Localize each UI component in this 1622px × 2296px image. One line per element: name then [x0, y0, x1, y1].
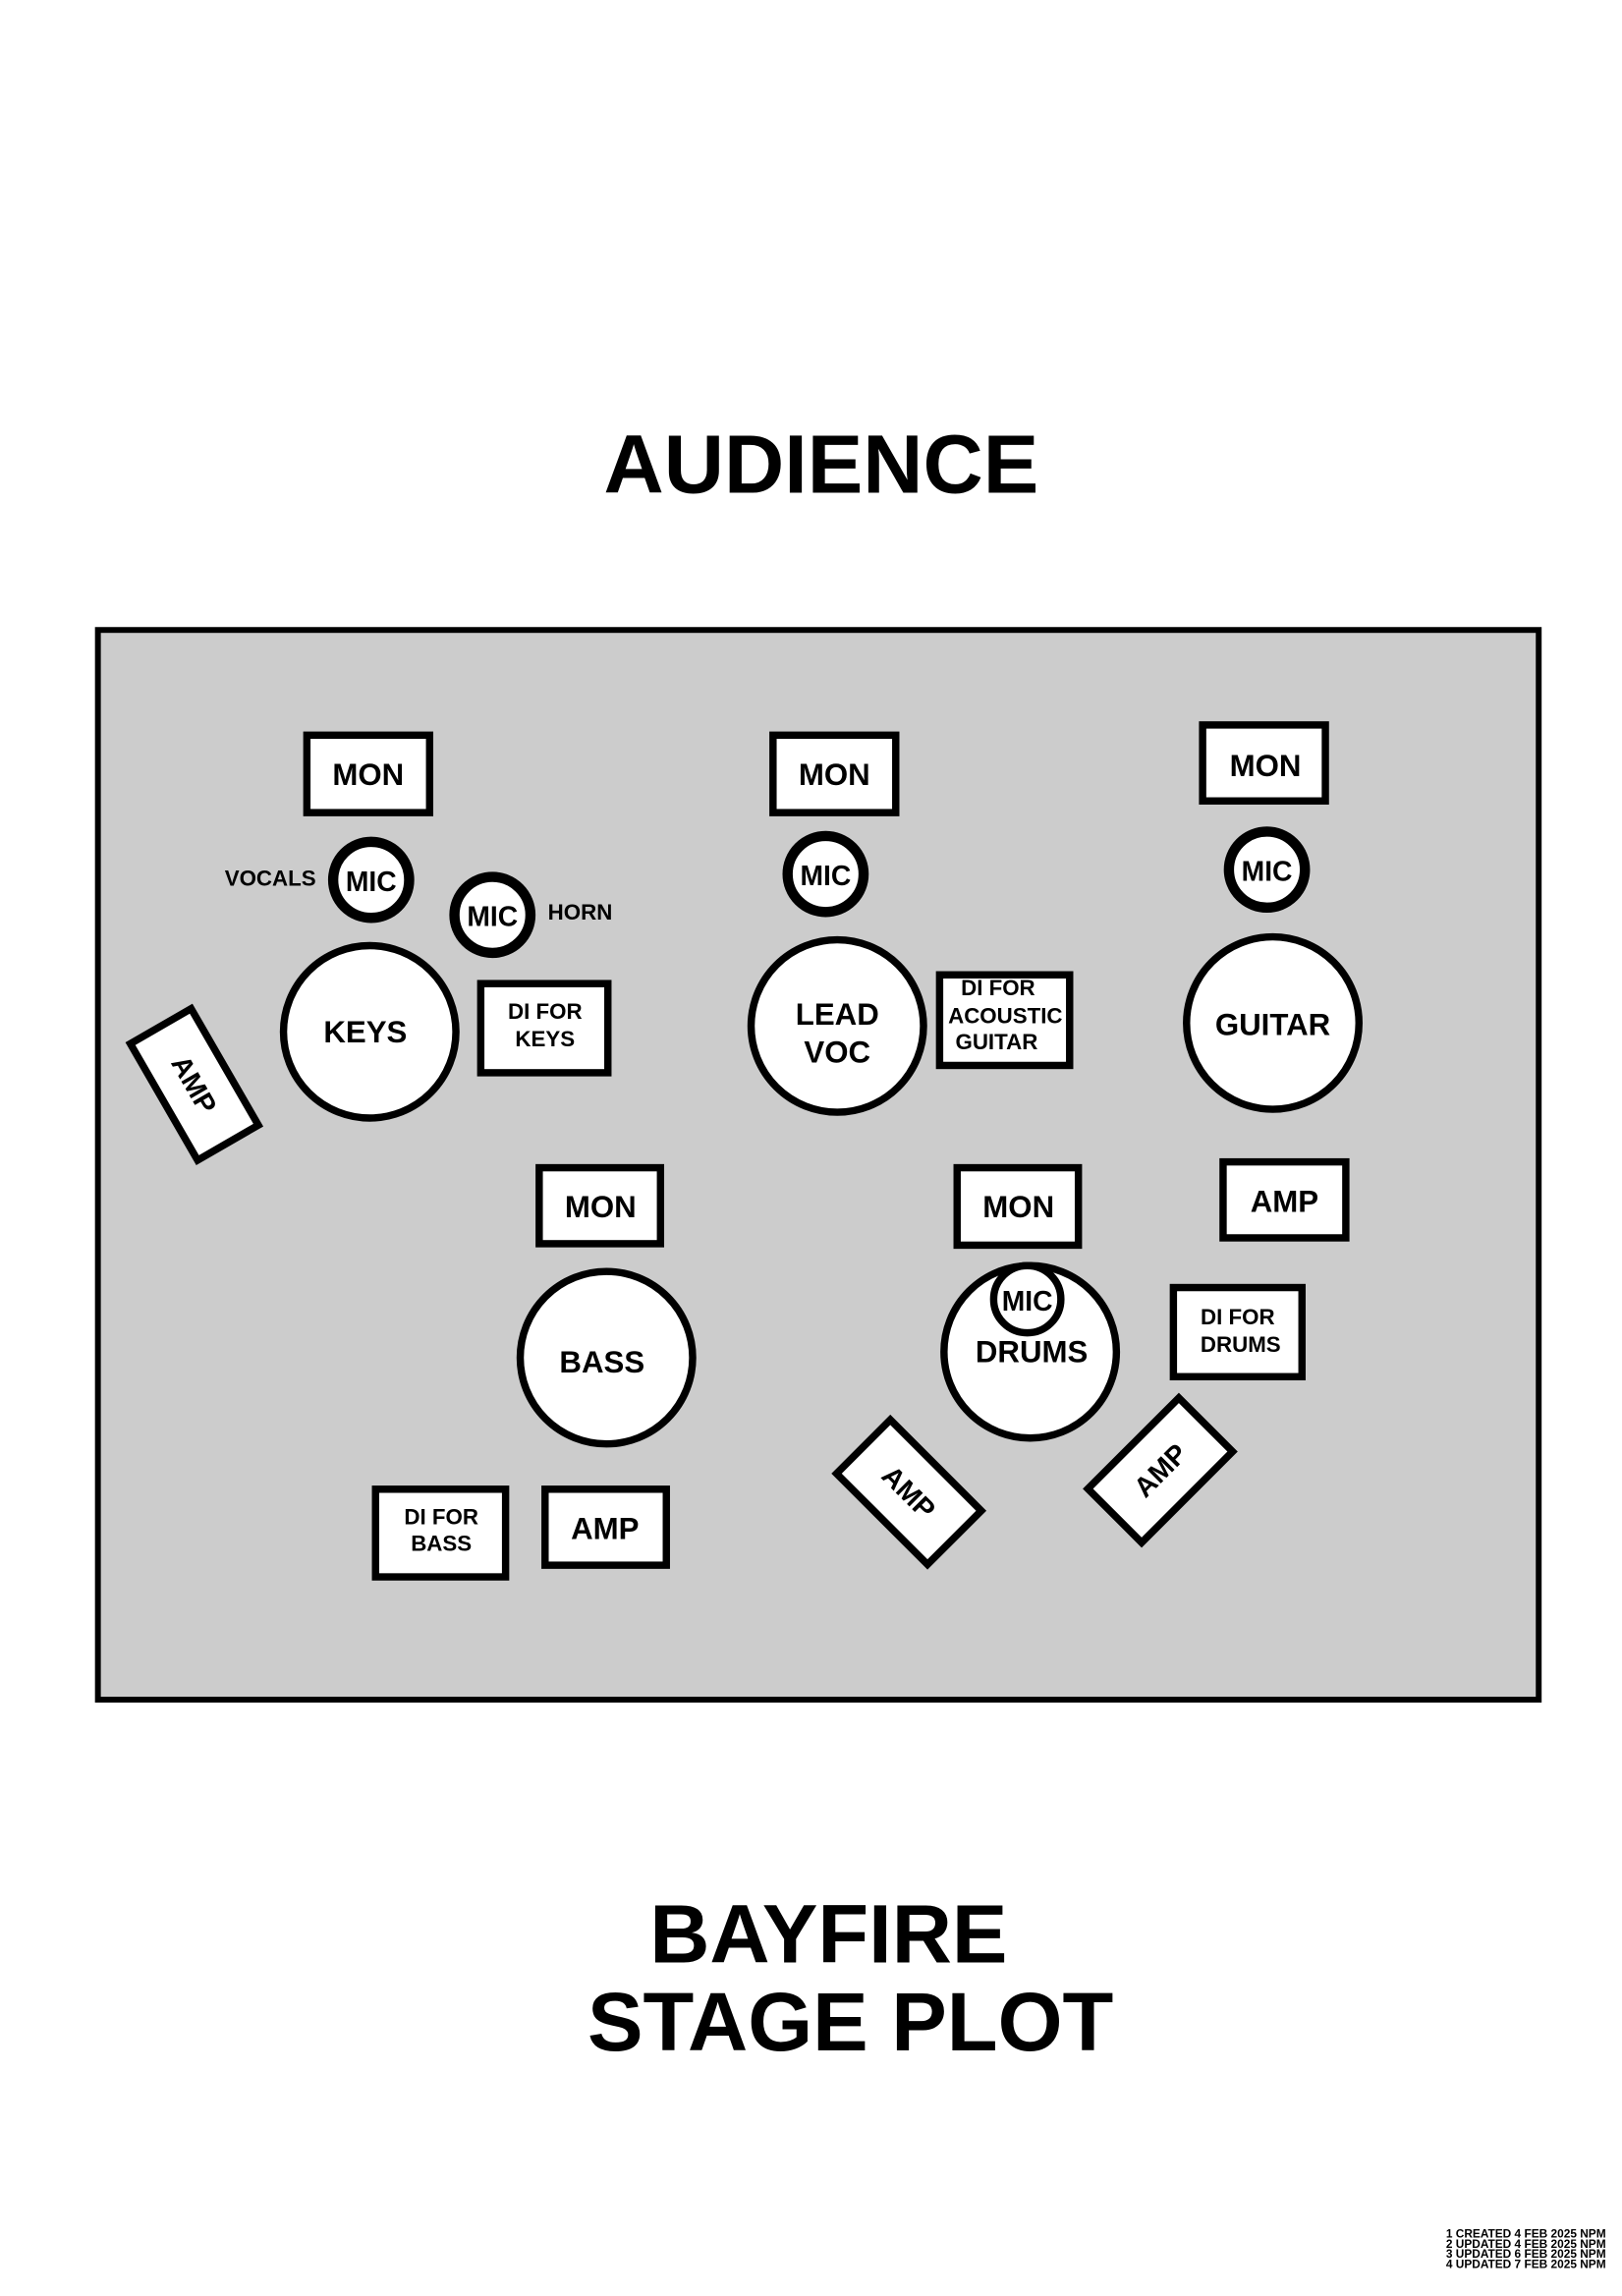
revision-4: 4 UPDATED 7 FEB 2025 NPM — [1446, 2258, 1606, 2271]
guitar-amp-label: AMP — [1251, 1184, 1318, 1218]
guitar-position — [1183, 932, 1363, 1113]
lead-mic — [782, 830, 869, 918]
drums-group: MON DRUMS MIC DI FOR DRUMS AMP AMP — [831, 1163, 1306, 1570]
drums-di-label-1: DI FOR — [1201, 1305, 1275, 1329]
revision-2: 2 UPDATED 4 FEB 2025 NPM — [1446, 2237, 1606, 2251]
acoustic-di-box — [935, 971, 1074, 1070]
keys-di-label-2: KEYS — [515, 1027, 575, 1051]
keys-monitor-label: MON — [332, 757, 404, 792]
bass-position-label: BASS — [559, 1345, 644, 1379]
lead-vocal-group: MON MIC LEAD VOC DI FOR ACOUSTIC GUITAR — [747, 731, 1074, 1116]
bass-position — [516, 1267, 697, 1448]
bass-di-box — [371, 1485, 510, 1581]
drums-monitor-label: MON — [982, 1190, 1054, 1224]
drums-position-label: DRUMS — [976, 1334, 1088, 1369]
horn-mic — [449, 871, 536, 959]
bass-monitor-label: MON — [565, 1190, 637, 1224]
acoustic-di-label-2: ACOUSTIC — [948, 1003, 1062, 1028]
revision-1: 1 CREATED 4 FEB 2025 NPM — [1446, 2226, 1606, 2240]
keys-monitor — [303, 731, 434, 816]
keys-position — [279, 941, 460, 1122]
keys-group: MON MIC VOCALS MIC HORN KEYS DI FOR KEYS… — [125, 731, 613, 1165]
revision-history: 1 CREATED 4 FEB 2025 NPM 2 UPDATED 4 FEB… — [1446, 2226, 1606, 2270]
keys-position-label: KEYS — [323, 1015, 407, 1049]
keys-vocal-mic — [327, 836, 415, 924]
lead-mic-label: MIC — [800, 860, 851, 891]
bass-amp-label: AMP — [571, 1511, 639, 1545]
drums-monitor — [953, 1163, 1083, 1250]
keys-di-label-1: DI FOR — [508, 999, 583, 1024]
guitar-mic — [1223, 826, 1311, 914]
lead-position — [747, 935, 927, 1116]
guitar-amp — [1219, 1157, 1350, 1242]
drums-mic-label: MIC — [1002, 1285, 1053, 1316]
lead-monitor-label: MON — [799, 757, 870, 792]
keys-di-box — [476, 980, 612, 1077]
acoustic-di-label-3: GUITAR — [955, 1030, 1037, 1054]
drums-amp-left: AMP — [831, 1414, 987, 1570]
bass-monitor — [535, 1163, 665, 1248]
horn-label: HORN — [548, 900, 613, 924]
guitar-monitor-label: MON — [1230, 749, 1302, 783]
lead-position-label-2: VOC — [804, 1036, 870, 1070]
drums-mic — [989, 1261, 1065, 1337]
bass-group: MON BASS DI FOR BASS AMP — [371, 1163, 697, 1581]
bass-di-label-2: BASS — [411, 1531, 472, 1555]
guitar-group: MON MIC GUITAR AMP — [1183, 721, 1363, 1242]
keys-amp: AMP — [125, 1003, 264, 1165]
revision-3: 3 UPDATED 6 FEB 2025 NPM — [1446, 2247, 1606, 2261]
guitar-position-label: GUITAR — [1215, 1007, 1330, 1041]
horn-mic-label: MIC — [467, 901, 518, 932]
keys-vocal-mic-label: MIC — [346, 866, 397, 897]
bass-amp — [541, 1485, 670, 1569]
title-line-1: BAYFIRE — [649, 1887, 1007, 1981]
acoustic-di-label-1: DI FOR — [961, 976, 1035, 1000]
audience-label: AUDIENCE — [604, 417, 1039, 510]
guitar-monitor — [1199, 721, 1329, 805]
drums-di-label-2: DRUMS — [1201, 1332, 1281, 1357]
lead-monitor — [769, 731, 900, 816]
drums-di-box — [1169, 1283, 1306, 1380]
title-line-2: STAGE PLOT — [587, 1975, 1113, 2068]
lead-position-label-1: LEAD — [796, 997, 879, 1032]
vocals-label: VOCALS — [225, 867, 316, 891]
guitar-mic-label: MIC — [1242, 856, 1293, 887]
bass-di-label-1: DI FOR — [404, 1505, 478, 1530]
drums-amp-right: AMP — [1083, 1392, 1238, 1548]
